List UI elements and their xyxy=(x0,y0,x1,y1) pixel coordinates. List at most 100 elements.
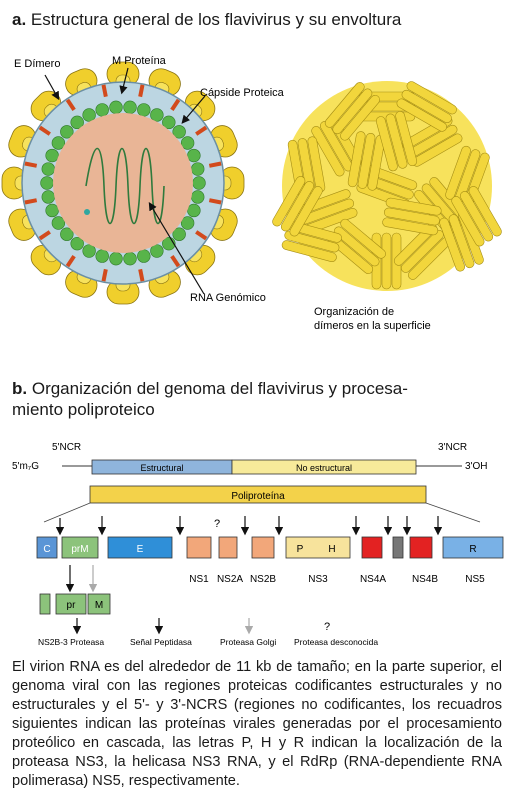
capsid-bead xyxy=(51,216,66,230)
m-protein xyxy=(138,268,145,282)
ns1-box xyxy=(186,536,212,559)
capsid-bead xyxy=(45,148,59,163)
capsid-bead xyxy=(109,251,123,266)
capsid-box-label: C xyxy=(43,544,50,555)
capsid-beads xyxy=(40,100,206,266)
structural-label: Estructural xyxy=(140,463,183,473)
legend-unknown-symbol: ? xyxy=(324,621,330,633)
dimer-raft xyxy=(451,186,502,247)
capsid-bead xyxy=(191,190,205,204)
m-protein-label: M Proteína xyxy=(112,55,167,67)
capsid-bead xyxy=(109,100,123,115)
capsid-bead xyxy=(60,227,74,241)
unknown-cleavage-mark: ? xyxy=(214,518,220,530)
m-protein xyxy=(65,98,76,111)
legend-signal-label: Señal Peptidasa xyxy=(130,637,192,647)
polyprotein-label: Poliproteína xyxy=(231,491,285,502)
section-b-title-line1: Organización del genoma del flavivirus y… xyxy=(31,379,408,398)
dimer-raft xyxy=(327,218,386,274)
m-protein xyxy=(38,230,51,241)
pr-stub-box xyxy=(39,593,51,615)
ns2b-box xyxy=(251,536,275,559)
rna-label: RNA Genómico xyxy=(190,292,266,304)
legend: NS2B-3 Proteasa Señal Peptidasa Proteasa… xyxy=(38,618,378,647)
pr-box xyxy=(55,593,87,615)
capsid-pointer xyxy=(181,95,206,124)
m-protein xyxy=(195,230,208,241)
ns3-box xyxy=(285,536,351,559)
cleavage-arrows xyxy=(55,516,443,536)
dimer-raft xyxy=(382,197,442,236)
capsid-bead xyxy=(137,103,151,117)
cap5-label: 5'm₇G xyxy=(12,461,39,472)
legend-unknown-label: Proteasa desconocida xyxy=(294,637,378,647)
section-a-title-text: Estructura general de los flavivirus y s… xyxy=(30,10,402,29)
m-box xyxy=(87,593,111,615)
capsid-bead xyxy=(41,162,55,176)
capsid-bead xyxy=(172,227,186,241)
capsid-bead xyxy=(192,176,206,190)
protein-boxes xyxy=(36,536,504,559)
rna-pointer xyxy=(148,201,205,295)
capsid-bead xyxy=(82,244,96,258)
section-b-title: b. Organización del genoma del flaviviru… xyxy=(12,378,502,420)
capsid-bead xyxy=(191,162,205,176)
protease-domain-label: P xyxy=(297,544,304,555)
capsid-bead xyxy=(60,125,74,139)
capsid-bead xyxy=(123,251,137,266)
m-protein xyxy=(101,268,108,282)
envelope-protein-box xyxy=(107,536,173,559)
section-b-letter: b. xyxy=(12,379,28,398)
rna-end xyxy=(84,209,90,215)
capsid-bead xyxy=(187,148,201,163)
section-a-letter: a. xyxy=(12,10,27,29)
ns4a-2k-box xyxy=(392,536,404,559)
end3-label: 3'OH xyxy=(465,461,487,472)
m-protein xyxy=(24,161,38,168)
capsid-bead xyxy=(82,108,96,122)
helicase-domain-label: H xyxy=(328,544,335,555)
ns3-label: NS3 xyxy=(308,574,328,585)
m-proteins xyxy=(24,84,222,282)
capsid-bead xyxy=(180,216,195,230)
legend-ns2b3-label: NS2B-3 Proteasa xyxy=(38,637,104,647)
m-protein xyxy=(38,125,51,136)
figure-caption: El virion RNA es del alrededor de 11 kb … xyxy=(12,659,502,789)
capsid-bead xyxy=(41,190,55,204)
m-protein xyxy=(208,161,222,168)
m-protein xyxy=(195,125,208,136)
capsid-bead xyxy=(95,249,109,263)
ncr5-label: 5'NCR xyxy=(52,442,81,453)
capsid-bead xyxy=(137,249,151,263)
prm-protein-box xyxy=(61,536,99,559)
envelope-box-label: E xyxy=(137,544,144,555)
dimer-raft xyxy=(402,116,463,167)
capsid-bead xyxy=(150,108,164,122)
e-dimer-pointer xyxy=(44,74,60,101)
capsid-bead xyxy=(95,103,109,117)
nonstructural-region xyxy=(231,459,417,475)
m-protein xyxy=(65,255,76,268)
dimer-raft xyxy=(347,131,386,191)
surface-label-line2: dímeros en la superficie xyxy=(314,320,431,332)
capsid-bead xyxy=(187,203,201,218)
capsid-bead xyxy=(150,244,164,258)
capsid-bead xyxy=(162,115,176,130)
legend-golgi-label: Proteasa Golgi xyxy=(220,637,276,647)
capsid-bead xyxy=(51,136,66,150)
ns2a-label: NS2A xyxy=(217,574,243,585)
rna-coil xyxy=(85,148,165,224)
ncr3-label: 3'NCR xyxy=(438,442,467,453)
dimer-raft xyxy=(375,111,418,172)
dimer-raft xyxy=(396,81,457,132)
capsid-protein-box xyxy=(36,536,58,559)
capsid-bead xyxy=(180,136,195,150)
ns5-box xyxy=(442,536,504,559)
capsid-bead xyxy=(40,176,54,190)
surface-label-line1: Organización de xyxy=(314,306,394,318)
m-protein xyxy=(24,198,38,205)
m-protein xyxy=(138,84,145,98)
ns4a-box xyxy=(361,536,383,559)
ns4b-box xyxy=(409,536,433,559)
